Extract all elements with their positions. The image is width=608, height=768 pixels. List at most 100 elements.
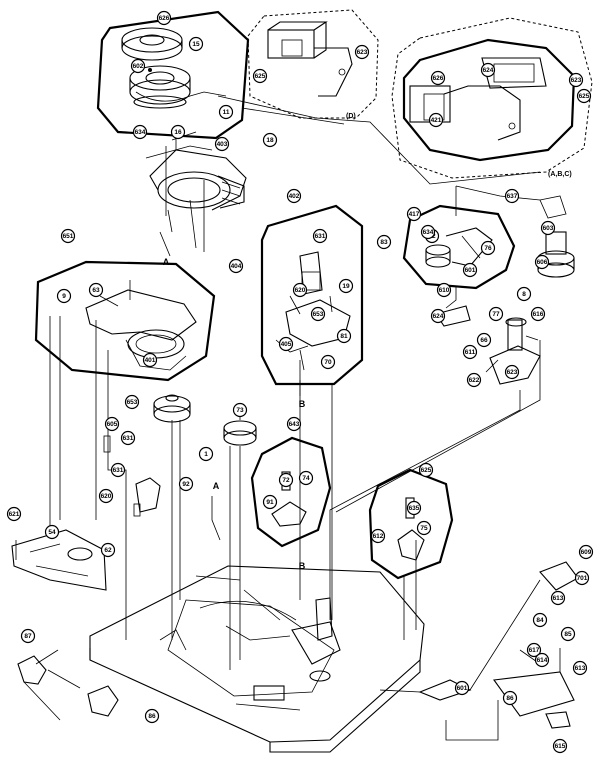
callout-label: 62: [104, 547, 112, 554]
callout-label: 635: [409, 505, 420, 512]
callout-label: 77: [492, 311, 500, 318]
callout-626: 626: [156, 10, 172, 26]
callout-label: 417: [409, 211, 420, 218]
callout-11: 11: [218, 104, 234, 120]
lever-assembly-81: [85, 280, 197, 371]
callout-601: 601: [454, 680, 470, 696]
callout-label: 613: [575, 665, 586, 672]
callout-9: 9: [56, 288, 72, 304]
octagon-part-73: [250, 436, 332, 548]
callout-label: 623: [507, 369, 518, 376]
callout-label: 405: [281, 341, 292, 348]
assembly-78: [11, 529, 107, 591]
callout-623: 623: [354, 44, 370, 60]
callout-label: 63: [92, 287, 100, 294]
callout-label: 624: [483, 67, 494, 74]
callout-label: 603: [543, 225, 554, 232]
callout-634: 634: [132, 124, 148, 140]
letter-marker-b: B: [299, 561, 306, 571]
callout-73: 73: [232, 402, 248, 418]
callout-label: 610: [439, 287, 450, 294]
letter-marker-a: A: [213, 481, 220, 491]
group-label-abc: (A,B,C): [548, 171, 572, 178]
callout-625: 625: [252, 68, 268, 84]
dashed-group-d: [247, 9, 379, 119]
callout-label: 625: [579, 93, 590, 100]
callout-label: 402: [289, 193, 300, 200]
callout-label: 606: [537, 259, 548, 266]
callout-label: 404: [231, 263, 242, 270]
callout-label: 617: [529, 647, 540, 654]
callout-label: 8: [522, 291, 526, 298]
callout-label: 626: [433, 75, 444, 82]
callout-70: 70: [320, 354, 336, 370]
callout-623: 623: [504, 364, 520, 380]
callout-634: 634: [420, 224, 436, 240]
callout-620: 620: [292, 282, 308, 298]
callout-403: 403: [214, 136, 230, 152]
main-chassis: [89, 565, 425, 753]
letter-marker-b: B: [299, 399, 306, 409]
callout-620: 620: [98, 488, 114, 504]
callout-label: 76: [484, 245, 492, 252]
callout-8: 8: [516, 286, 532, 302]
callout-653: 653: [124, 394, 140, 410]
callout-label: 92: [182, 481, 190, 488]
callout-405: 405: [278, 336, 294, 352]
module-abc: [409, 57, 547, 141]
callout-label: 70: [324, 359, 332, 366]
callout-label: 621: [9, 511, 20, 518]
callout-label: 86: [506, 695, 514, 702]
callout-621: 621: [6, 506, 22, 522]
callout-701: 701: [574, 570, 590, 586]
callout-label: 616: [533, 311, 544, 318]
callout-16: 16: [170, 124, 186, 140]
callout-417: 417: [406, 206, 422, 222]
callout-643: 643: [286, 416, 302, 432]
group-label-d: (D): [346, 113, 356, 120]
callout-label: 613: [553, 595, 564, 602]
callout-label: 54: [48, 529, 56, 536]
parts-73-74-internals: [271, 471, 425, 561]
callout-75: 75: [416, 520, 432, 536]
callout-626: 626: [430, 70, 446, 86]
callout-605: 605: [104, 416, 120, 432]
mechanism-80: [425, 227, 493, 268]
callout-76: 76: [480, 240, 496, 256]
callout-86: 86: [144, 708, 160, 724]
callout-label: 9: [62, 293, 66, 300]
callout-631: 631: [120, 430, 136, 446]
callout-610: 610: [436, 282, 452, 298]
callout-63: 63: [88, 282, 104, 298]
callout-label: 609: [581, 549, 592, 556]
callout-label: 634: [423, 229, 434, 236]
callout-label: 1: [204, 451, 208, 458]
callout-label: 620: [101, 493, 112, 500]
callout-label: 83: [380, 239, 388, 246]
callout-label: 626: [159, 15, 170, 22]
callout-606: 606: [534, 254, 550, 270]
callout-625: 625: [418, 462, 434, 478]
octagon-reel-table: [96, 10, 250, 140]
callout-label: 91: [266, 499, 274, 506]
parts-82-83: [17, 655, 119, 717]
callout-label: 612: [373, 533, 384, 540]
reel-table-assembly: [121, 27, 227, 109]
callout-label: 601: [457, 685, 468, 692]
callout-602: 602: [130, 58, 146, 74]
callout-54: 54: [44, 524, 60, 540]
callout-label: 701: [577, 575, 588, 582]
callout-624: 624: [430, 308, 446, 324]
callout-15: 15: [188, 36, 204, 52]
callout-label: 15: [192, 41, 200, 48]
callout-label: 631: [123, 435, 134, 442]
callout-label: 16: [174, 129, 182, 136]
callout-613: 613: [550, 590, 566, 606]
callout-label: 66: [480, 337, 488, 344]
callout-label: 643: [289, 421, 300, 428]
callout-label: 625: [421, 467, 432, 474]
callout-label: 615: [555, 743, 566, 750]
